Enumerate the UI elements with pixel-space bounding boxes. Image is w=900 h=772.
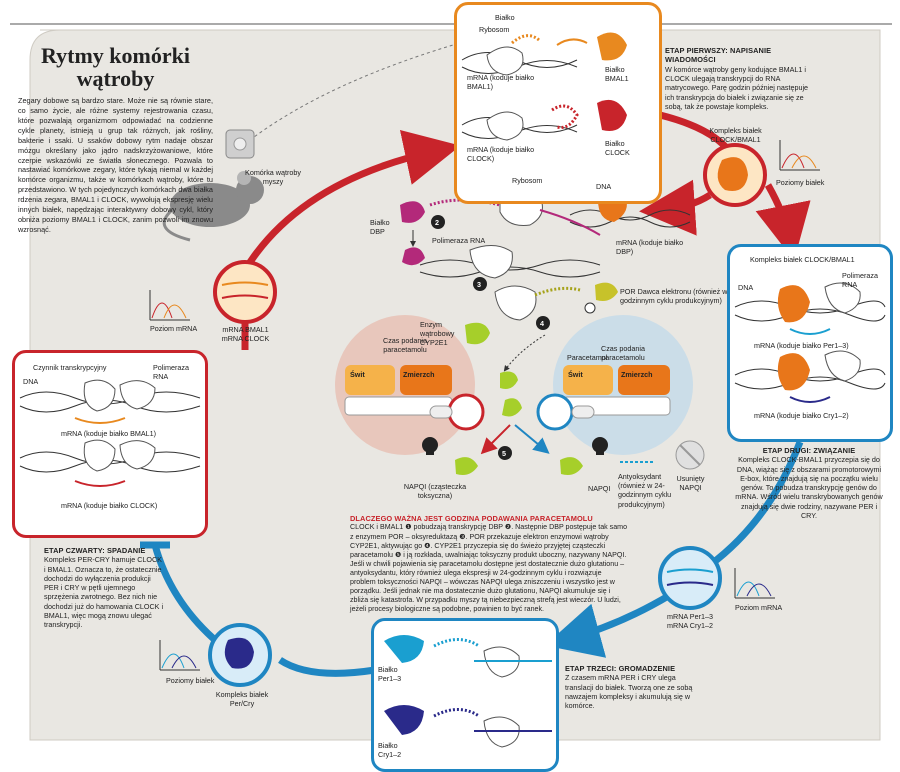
cycle-arrow-red-3 (755, 183, 811, 261)
stage1-label-bialko: Białko (495, 13, 515, 22)
step-1-marker: 1 (631, 182, 635, 191)
stage1-label-bialko-clock: Białko CLOCK (605, 139, 630, 158)
center-mrna-dbp: mRNA (koduje białko DBP) (616, 238, 684, 257)
center-bialko-dbp: Białko DBP (370, 218, 390, 237)
stage3-label-per: Białko Per1–3 (378, 665, 402, 684)
per-cry-mrna-level: Poziom mRNA (735, 603, 783, 612)
why-block: DLACZEGO WAŻNA JEST GODZINA PODAWANIA PA… (350, 514, 628, 614)
stage2-label-dna: DNA (738, 283, 754, 292)
center-napqi-right: NAPQI (588, 484, 611, 493)
stage2-heading: ETAP DRUGI: ZWIĄZANIE (762, 446, 856, 455)
percry-level: Poziomy białek (166, 676, 215, 685)
cycle-arrow-blue-4 (151, 544, 218, 643)
stage2-text: Kompleks CLOCK-BMAL1 przyczepia się do D… (735, 455, 883, 520)
mouse-label: Komórka wątroby myszy (245, 168, 301, 187)
cycle-arrow-blue-1 (707, 440, 804, 568)
center-dna: DNA (596, 182, 612, 191)
stage2-label-mrna-per: mRNA (koduje białko Per1–3) (754, 341, 849, 350)
stage4-label-czynnik: Czynnik transkrypcyjny (33, 363, 107, 372)
stage4-text: Kompleks PER-CRY hamuje CLOCK i BMAL1. O… (44, 555, 164, 629)
step-5-marker: 5 (502, 449, 506, 458)
stage4-label-polimeraza: Polimeraza RNA (153, 363, 189, 382)
intro-text: Zegary dobowe są bardzo stare. Może nie … (18, 96, 213, 234)
swit-left: Świt (350, 370, 365, 379)
stage1-label-bialko-bmal1: Białko BMAL1 (605, 65, 629, 84)
zmierzch-left: Zmierzch (403, 370, 435, 379)
bmal-clock-level: Poziom mRNA (150, 324, 198, 333)
cycle-arrow-red (242, 129, 461, 272)
center-polimeraza: Polimeraza RNA (432, 236, 486, 245)
bmal-clock-label: mRNA BMAL1 mRNA CLOCK (221, 325, 270, 344)
stage1-label-mrna-clock: mRNA (koduje białko CLOCK) (467, 145, 535, 164)
stage3-label-cry: Białko Cry1–2 (378, 741, 402, 760)
cycle-arrow-red-4 (639, 179, 712, 236)
center-usuniety: Usunięty NAPQI (676, 474, 705, 493)
stage2-label-mrna-cry: mRNA (koduje białko Cry1–2) (754, 411, 849, 420)
stage3-text-block: ETAP TRZECI: GROMADZENIE Z czasem mRNA P… (565, 664, 695, 710)
stage2-label-polimeraza: Polimeraza RNA (842, 271, 878, 290)
center-por: POR Dawca elektronu (również w 24-godzin… (620, 287, 740, 306)
page-title: Rytmy komórki wątroby (41, 43, 190, 92)
stage3-text: Z czasem mRNA PER i CRY ulega translacji… (565, 673, 693, 711)
step-4-marker: 4 (540, 319, 544, 328)
stage1-heading: ETAP PIERWSZY: NAPISANIE WIADOMOŚCI (665, 46, 772, 65)
cycle-arrow-blue-3 (278, 657, 376, 677)
complex-label: Kompleks białek CLOCK/BMAL1 (709, 126, 762, 145)
stage2-illustration (734, 282, 886, 403)
stage1-label-rybosom: Rybosom (479, 25, 510, 34)
center-rybosom: Rybosom (512, 176, 543, 185)
stage3-box: Białko Per1–3 Białko Cry1–2 (371, 618, 559, 772)
mouse-illustration (162, 129, 264, 242)
zmierzch-right: Zmierzch (621, 370, 653, 379)
stage4-text-block: ETAP CZWARTY: SPADANIE Kompleks PER-CRY … (44, 546, 164, 629)
stage2-label-complex: Kompleks białek CLOCK/BMAL1 (750, 255, 855, 264)
stage3-heading: ETAP TRZECI: GROMADZENIE (565, 664, 676, 673)
stage1-label-mrna-bmal1: mRNA (koduje białko BMAL1) (467, 73, 535, 92)
step-3-marker: 3 (477, 280, 481, 289)
stage1-box: Białko Rybosom mRNA (koduje białko BMAL1… (454, 2, 662, 204)
stage1-text-block: ETAP PIERWSZY: NAPISANIE WIADOMOŚCI W ko… (665, 46, 810, 111)
step-2-marker: 2 (435, 218, 439, 227)
stage4-illustration (19, 379, 201, 487)
why-text: CLOCK i BMAL1 ❶ pobudzają transkrypcję D… (350, 523, 628, 614)
center-antyoksydant: Antyoksydant (również w 24-godzinnym cyk… (618, 472, 672, 509)
stage1-text: W komórce wątroby geny kodujące BMAL1 i … (665, 64, 809, 111)
stage4-label-dna: DNA (23, 377, 39, 386)
stage3-illustration (384, 635, 552, 748)
center-pathway (335, 179, 705, 475)
swit-right: Świt (568, 370, 583, 379)
stage2-box: Kompleks białek CLOCK/BMAL1 DNA Polimera… (727, 244, 893, 442)
stage1-illustration (461, 32, 627, 141)
per-cry-mrna-label: mRNA Per1–3 mRNA Cry1–2 (667, 612, 713, 631)
center-paracetamol: Paracetamol (567, 353, 608, 362)
stage2-text-block: ETAP DRUGI: ZWIĄZANIE Kompleks CLOCK-BMA… (735, 446, 883, 520)
center-czas-right: Czas podania paracetamolu (601, 344, 645, 363)
complex-level: Poziomy białek (776, 178, 825, 187)
center-enzym: Enzym wątrobowy CYP2E1 (420, 320, 455, 348)
stage4-label-mrna-clock: mRNA (koduje białko CLOCK) (61, 501, 158, 510)
stage4-box: Czynnik transkrypcyjny DNA Polimeraza RN… (12, 350, 208, 538)
stage4-label-mrna-bmal1: mRNA (koduje białko BMAL1) (61, 429, 157, 438)
why-heading: DLACZEGO WAŻNA JEST GODZINA PODAWANIA PA… (350, 514, 593, 523)
cycle-arrow-blue-2 (544, 591, 672, 658)
center-napqi-left: NAPQI (cząsteczka toksyczna) (403, 482, 467, 501)
percry-label: Kompleks białek Per/Cry (215, 690, 269, 709)
center-czas-left: Czas podania paracetamolu (383, 336, 427, 355)
stage4-heading: ETAP CZWARTY: SPADANIE (44, 546, 146, 555)
